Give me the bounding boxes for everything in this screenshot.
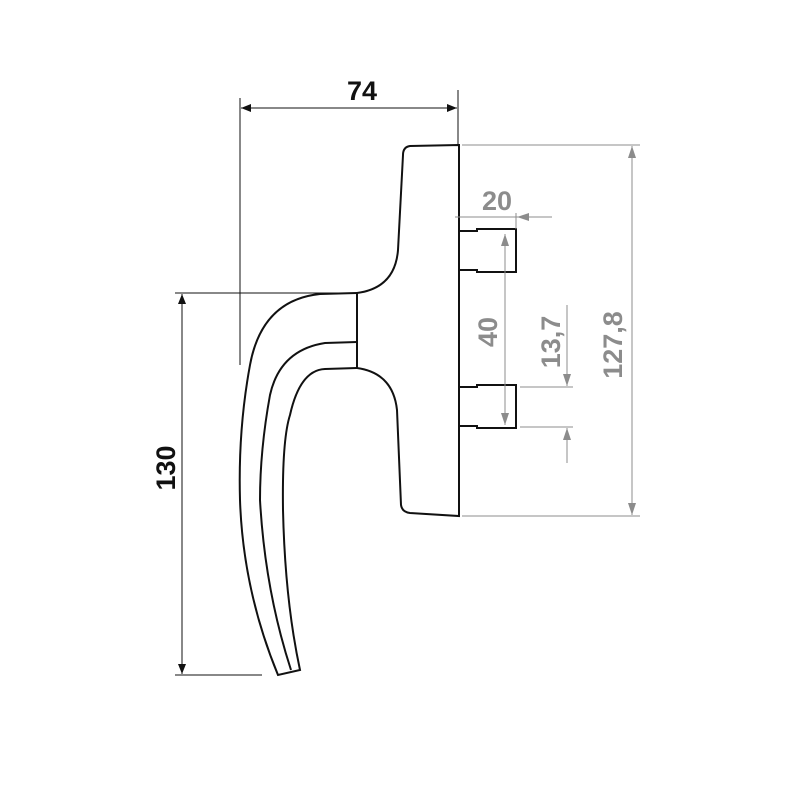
dimension-127-8-label: 127,8 bbox=[598, 311, 628, 379]
dimension-20 bbox=[455, 213, 552, 229]
dimension-130 bbox=[175, 292, 357, 676]
dimension-13-7-label: 13,7 bbox=[536, 316, 566, 369]
dimension-20-label: 20 bbox=[482, 186, 512, 216]
dimension-13-7 bbox=[520, 305, 573, 463]
dimension-40-label: 40 bbox=[473, 317, 503, 347]
dimension-74 bbox=[239, 90, 459, 365]
lever-middle-line bbox=[258, 341, 358, 671]
dimension-130-label: 130 bbox=[151, 445, 181, 490]
dimension-127-8 bbox=[462, 144, 640, 517]
lever-outer-edge bbox=[238, 292, 358, 677]
spindle-pins bbox=[459, 228, 517, 429]
spindle-pin-lower bbox=[459, 384, 517, 429]
spindle-pin-upper bbox=[459, 228, 517, 273]
handle-outline bbox=[238, 143, 460, 677]
base-plate bbox=[356, 143, 460, 518]
dimension-74-label: 74 bbox=[347, 76, 377, 106]
